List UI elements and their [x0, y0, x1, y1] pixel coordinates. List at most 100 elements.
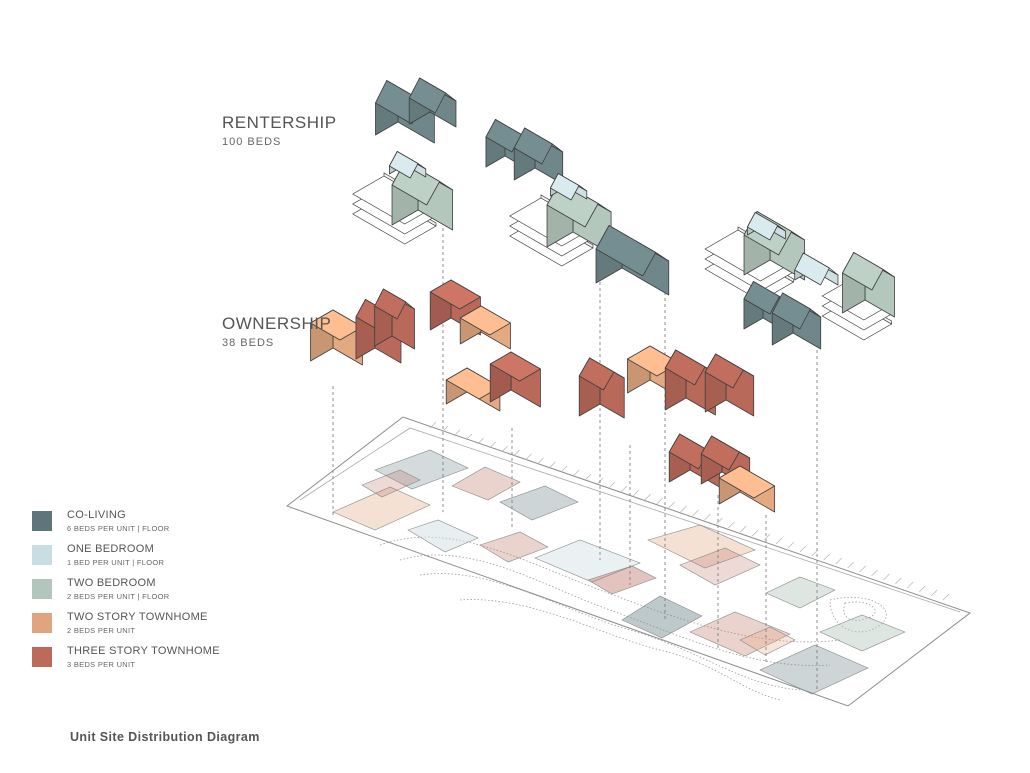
contour-line: [843, 601, 876, 621]
parking-stripe: [728, 521, 735, 529]
parking-stripe: [847, 561, 854, 569]
parking-stripe: [739, 525, 747, 533]
diagram-caption: Unit Site Distribution Diagram: [70, 730, 260, 744]
parking-stripe: [835, 557, 842, 565]
parking-stripe: [692, 509, 699, 517]
coliving-block: [408, 77, 457, 128]
one-bedroom-swatch: [32, 545, 52, 565]
parking-stripe: [883, 573, 890, 581]
parking-stripe: [489, 441, 496, 449]
parking-stripe: [775, 537, 783, 545]
three-story-townhome-swatch: [32, 647, 52, 667]
coliving-block: [595, 225, 670, 296]
site-footprint: [374, 449, 469, 490]
site-boundary: [285, 416, 972, 707]
legend-detail: 2 BEDS PER UNIT: [67, 626, 136, 635]
legend-label: ONE BEDROOM: [67, 543, 155, 555]
three-story-townhome: [374, 288, 415, 350]
site-footprint: [451, 466, 521, 501]
parking-stripe: [513, 449, 520, 457]
parking-stripe: [668, 501, 675, 509]
parking-stripe: [716, 517, 723, 525]
parking-stripe: [907, 581, 914, 589]
site-footprint: [759, 644, 869, 695]
parking-stripe: [787, 541, 795, 549]
three-story-townhome: [578, 357, 625, 419]
site-road-edge: [299, 427, 961, 613]
three-story-townhome: [704, 353, 755, 417]
parking-stripe: [930, 589, 938, 597]
two-story-townhome: [459, 305, 511, 350]
parking-stripe: [477, 437, 484, 445]
parking-stripe: [799, 545, 807, 553]
one-bedroom-block: [794, 252, 839, 286]
contour-line: [829, 596, 887, 633]
two-story-townhome-swatch: [32, 613, 52, 633]
two-story-townhome: [310, 309, 363, 366]
contour-line: [399, 554, 831, 666]
parking-stripe: [537, 457, 544, 465]
legend-label: TWO STORY TOWNHOME: [67, 611, 208, 623]
site-footprint: [621, 595, 703, 639]
parking-stripe: [561, 465, 568, 473]
ownership-beds: 38 BEDS: [222, 337, 275, 349]
site-plan: [285, 416, 972, 707]
one-bedroom-block: [550, 173, 588, 201]
three-story-townhome: [489, 351, 541, 408]
building-blocks: [310, 77, 895, 513]
coliving-block: [771, 292, 822, 350]
one-bedroom-block: [747, 212, 786, 241]
site-footprint: [647, 524, 756, 569]
legend-detail: 3 BEDS PER UNIT: [67, 660, 136, 669]
rentership-beds: 100 BEDS: [222, 136, 282, 148]
contour-line: [419, 573, 801, 691]
parking-stripe: [823, 553, 830, 561]
site-footprint: [479, 531, 549, 563]
parking-stripe: [859, 565, 866, 573]
site-footprint: [332, 486, 431, 531]
legend-label: CO-LIVING: [67, 509, 126, 521]
site-footprint: [739, 626, 796, 656]
site-footprint: [361, 469, 421, 498]
contour-line: [459, 599, 781, 701]
parking-stripe: [918, 585, 926, 593]
parking-stripe: [704, 513, 711, 521]
one-bedroom-block: [389, 151, 427, 179]
parking-stripe: [453, 429, 461, 437]
legend-label: TWO BEDROOM: [67, 577, 156, 589]
parking-stripe: [895, 577, 902, 585]
ownership-title: OWNERSHIP: [222, 314, 332, 333]
parking-stripe: [620, 485, 628, 493]
parking-stripe: [584, 473, 592, 481]
parking-stripe: [465, 433, 473, 441]
parking-stripe: [549, 461, 556, 469]
site-footprint: [689, 611, 791, 657]
legend-detail: 2 BEDS PER UNIT | FLOOR: [67, 592, 170, 601]
legend-detail: 1 BED PER UNIT | FLOOR: [67, 558, 165, 567]
parking-stripe: [441, 425, 449, 433]
parking-stripe: [656, 497, 663, 505]
two-bedroom-block: [842, 252, 895, 318]
site-footprint: [679, 547, 761, 586]
parking-stripe: [871, 569, 878, 577]
site-footprint: [765, 576, 836, 609]
parking-stripe: [942, 593, 950, 601]
parking-stripe: [572, 469, 580, 477]
parking-stripe: [608, 481, 616, 489]
parking-stripe: [501, 445, 508, 453]
parking-stripe: [644, 493, 652, 501]
parking-stripe: [763, 533, 771, 541]
two-story-townhome: [718, 465, 776, 513]
legend-detail: 6 BEDS PER UNIT | FLOOR: [67, 524, 170, 533]
coliving-block: [513, 127, 564, 185]
parking-stripe: [429, 421, 437, 429]
site-footprint: [587, 565, 657, 595]
legend-label: THREE STORY TOWNHOME: [67, 645, 220, 657]
site-footprint: [499, 485, 579, 521]
parking-stripe: [525, 453, 532, 461]
coliving-swatch: [32, 511, 52, 531]
two-bedroom-swatch: [32, 579, 52, 599]
parking-stripe: [751, 529, 759, 537]
